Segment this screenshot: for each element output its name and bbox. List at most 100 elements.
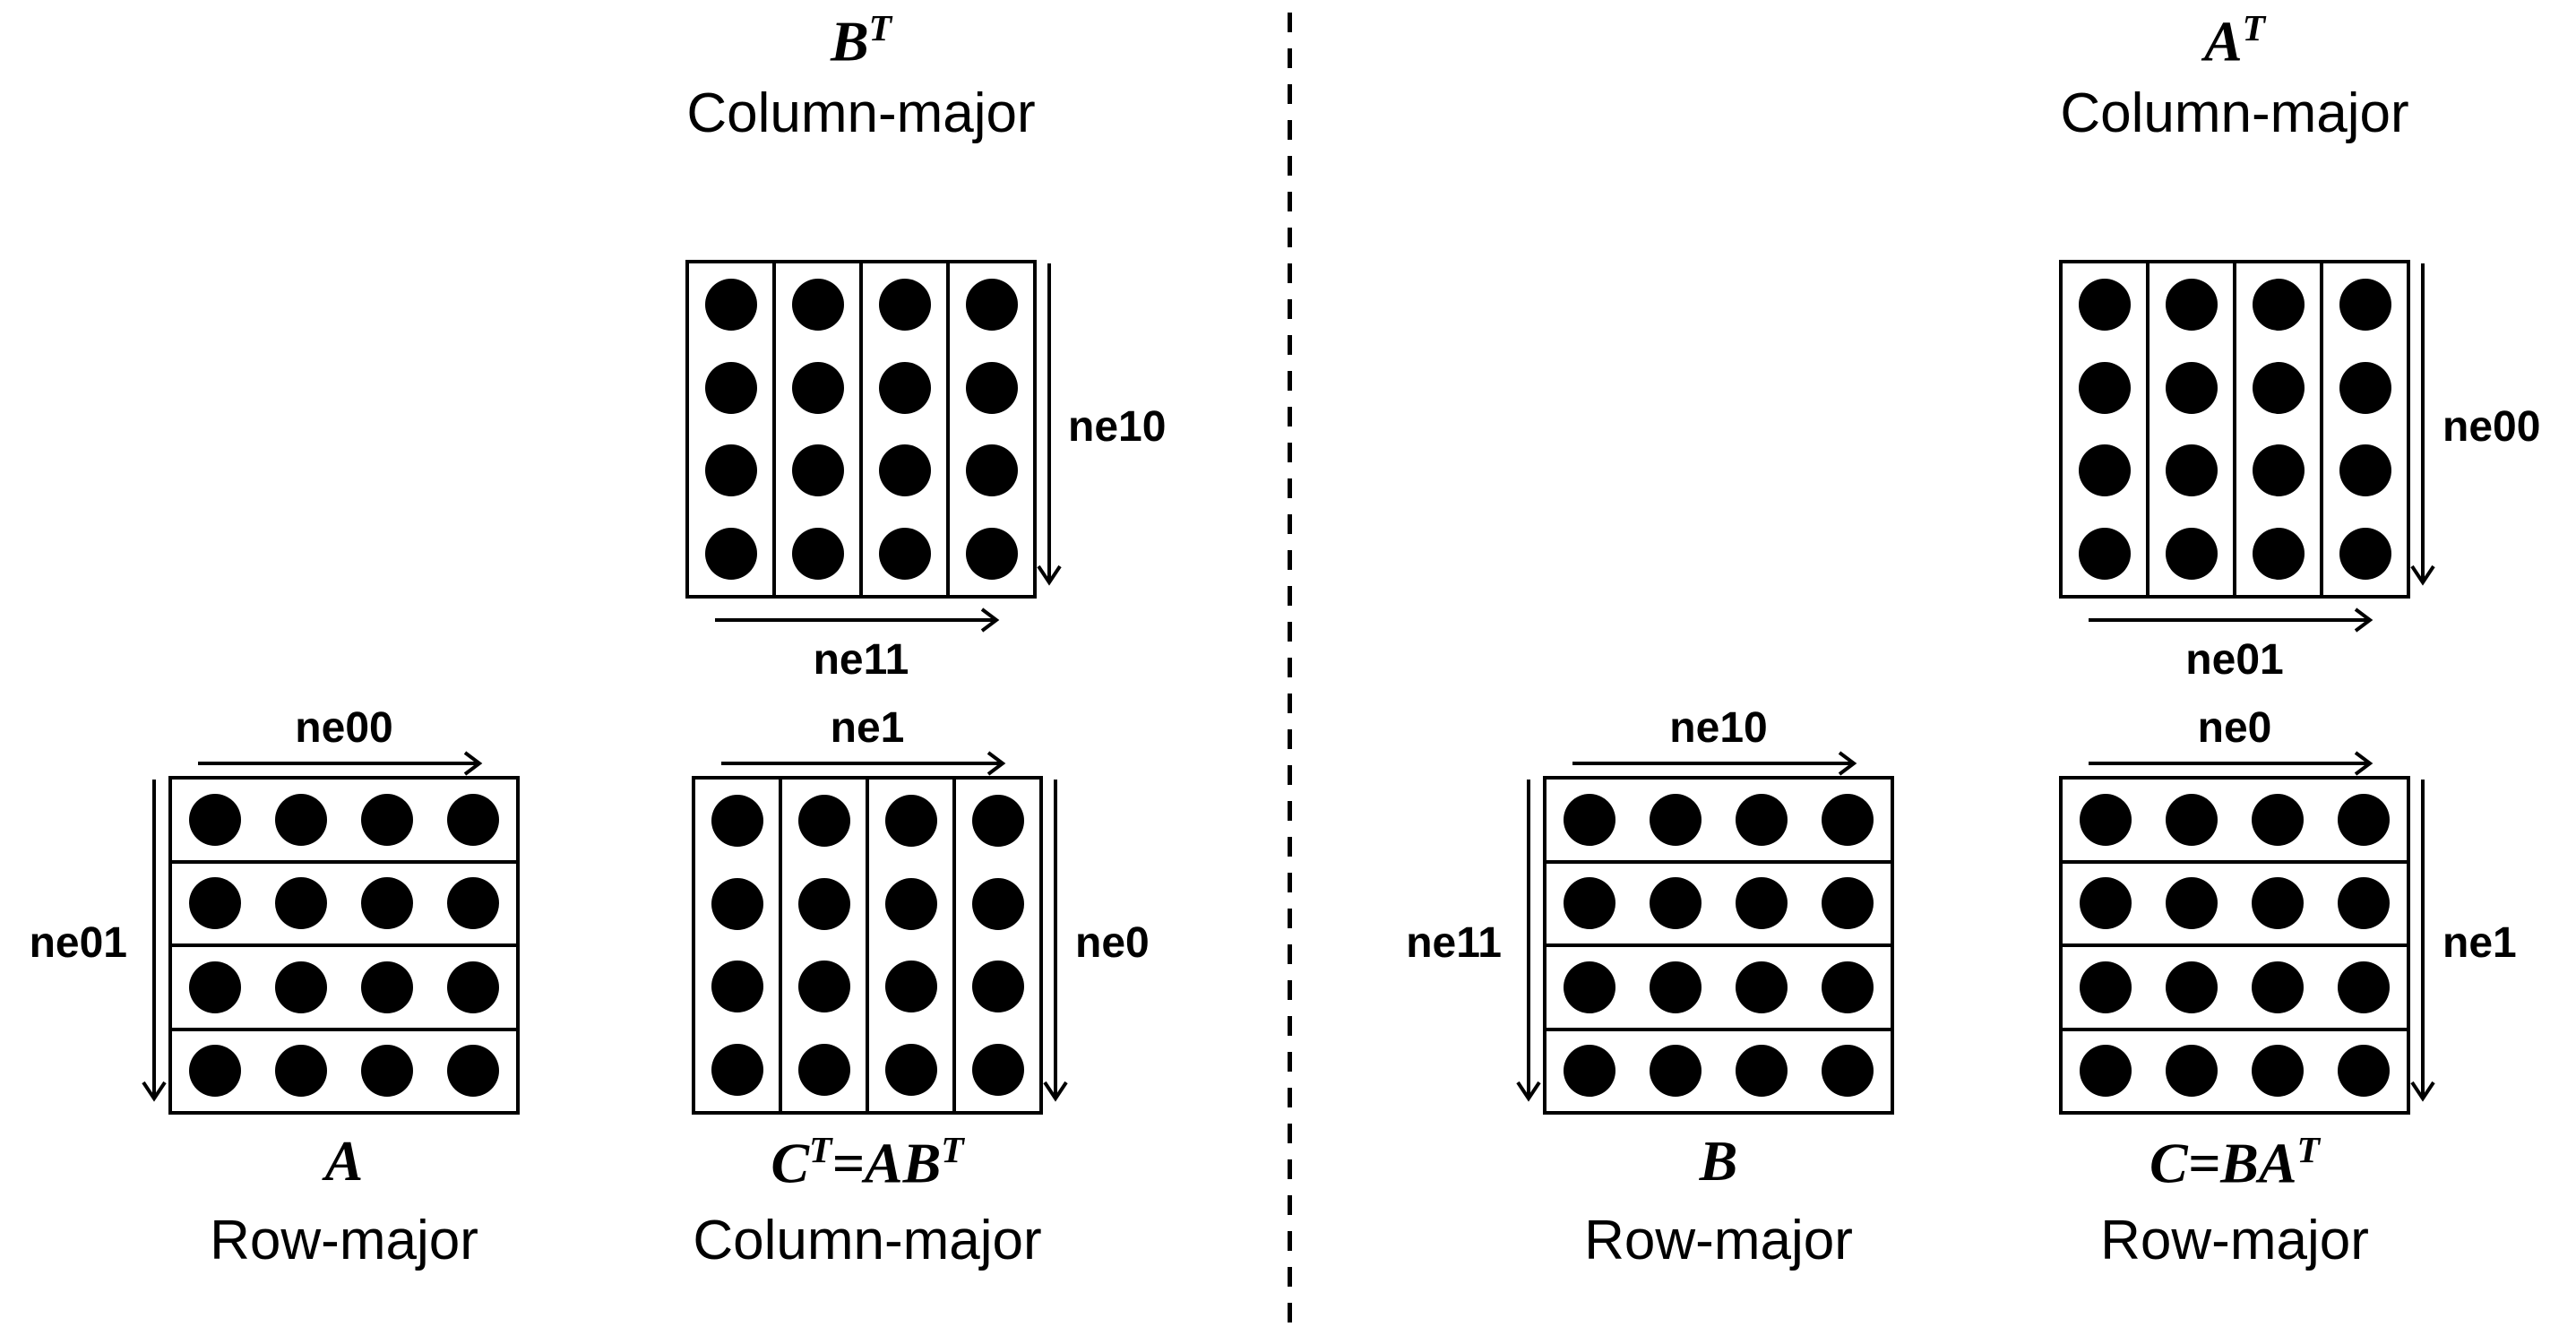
matrix-element-dot xyxy=(1564,793,1615,846)
arrow-right-icon xyxy=(1572,751,1857,776)
matrix-column-strip xyxy=(2323,263,2407,595)
matrix-element-dot xyxy=(965,444,1018,497)
arrow-right-icon xyxy=(2089,607,2374,633)
matrix-layout-label: Column-major xyxy=(693,1210,1042,1271)
matrix-element-dot xyxy=(2252,793,2304,846)
matrix-element-dot xyxy=(361,877,413,930)
matrix-layout-label: Row-major xyxy=(1584,1210,1853,1271)
matrix-layout-label: Column-major xyxy=(686,82,1036,144)
matrix-element-dot xyxy=(884,877,937,930)
dim-label-ne10: ne10 xyxy=(1669,704,1768,752)
matrix-element-dot xyxy=(971,877,1024,930)
dim-label-ne00: ne00 xyxy=(2442,403,2541,451)
matrix-element-dot xyxy=(2252,279,2305,332)
arrow-down-icon xyxy=(142,780,167,1102)
matrix-element-dot xyxy=(797,795,850,848)
dim-label-ne01: ne01 xyxy=(29,919,127,967)
arrow-right-icon xyxy=(198,751,483,776)
matrix-element-dot xyxy=(791,361,844,414)
matrix-grid xyxy=(685,260,1037,599)
matrix-element-dot xyxy=(791,527,844,580)
matrix-element-dot xyxy=(2078,279,2131,332)
matrix-element-dot xyxy=(711,961,763,1013)
matrix-grid xyxy=(692,776,1043,1115)
matrix-grid xyxy=(2059,260,2410,599)
matrix-name: CT=ABT xyxy=(771,1129,964,1195)
matrix-element-dot xyxy=(2338,1045,2390,1098)
matrix-element-dot xyxy=(1736,877,1788,930)
matrix-element-dot xyxy=(2338,961,2390,1013)
matrix-element-dot xyxy=(2166,961,2218,1013)
matrix-element-dot xyxy=(797,961,850,1013)
arrow-down-icon xyxy=(1516,780,1541,1102)
matrix-element-dot xyxy=(971,795,1024,848)
matrix-grid xyxy=(168,776,520,1115)
matrix-element-dot xyxy=(2165,361,2218,414)
matrix-element-dot xyxy=(189,1045,241,1098)
matrix-element-dot xyxy=(1650,877,1702,930)
matrix-element-dot xyxy=(704,279,757,332)
matrix-column-strip xyxy=(782,780,869,1111)
matrix-name: C=BAT xyxy=(2150,1129,2320,1195)
matrix-column-strip xyxy=(695,780,782,1111)
matrix-element-dot xyxy=(1822,793,1874,846)
matrix-element-dot xyxy=(2338,793,2390,846)
matrix-element-dot xyxy=(2252,527,2305,580)
matrix-element-dot xyxy=(878,444,931,497)
matrix-grid xyxy=(1543,776,1894,1115)
matrix-element-dot xyxy=(447,961,499,1013)
matrix-element-dot xyxy=(797,877,850,930)
matrix-name: AT xyxy=(2203,7,2266,73)
arrow-right-icon xyxy=(721,751,1006,776)
matrix-element-dot xyxy=(704,361,757,414)
matrix-element-dot xyxy=(447,793,499,846)
matrix-element-dot xyxy=(711,877,763,930)
matrix-column-strip xyxy=(863,263,950,595)
matrix-element-dot xyxy=(2080,1045,2132,1098)
matrix-element-dot xyxy=(189,793,241,846)
dim-label-ne1: ne1 xyxy=(2442,919,2517,967)
matrix-row-strip xyxy=(172,947,516,1031)
matrix-element-dot xyxy=(2252,877,2304,930)
matrix-element-dot xyxy=(2080,877,2132,930)
matrix-element-dot xyxy=(2165,527,2218,580)
matrix-element-dot xyxy=(971,1043,1024,1096)
matrix-element-dot xyxy=(884,1043,937,1096)
matrix-row-strip xyxy=(172,1031,516,1112)
matrix-column-strip xyxy=(950,263,1033,595)
matrix-element-dot xyxy=(878,361,931,414)
matrix-element-dot xyxy=(2338,877,2390,930)
dim-label-ne10: ne10 xyxy=(1068,403,1167,451)
matrix-element-dot xyxy=(361,793,413,846)
matrix-element-dot xyxy=(275,961,327,1013)
matrix-element-dot xyxy=(1564,1045,1615,1098)
matrix-element-dot xyxy=(2078,361,2131,414)
dim-label-ne01: ne01 xyxy=(2185,636,2284,684)
matrix-element-dot xyxy=(2080,793,2132,846)
matrix-element-dot xyxy=(2339,279,2391,332)
matrix-row-strip xyxy=(1546,947,1891,1031)
matrix-element-dot xyxy=(447,877,499,930)
matrix-element-dot xyxy=(1736,1045,1788,1098)
matrix-element-dot xyxy=(2166,793,2218,846)
matrix-element-dot xyxy=(884,795,937,848)
matrix-grid xyxy=(2059,776,2410,1115)
matrix-element-dot xyxy=(2252,444,2305,497)
matrix-name: A xyxy=(324,1129,364,1193)
matrix-element-dot xyxy=(189,961,241,1013)
arrow-down-icon xyxy=(2410,780,2435,1102)
matrix-column-strip xyxy=(2150,263,2236,595)
matrix-row-strip xyxy=(1546,780,1891,864)
matrix-element-dot xyxy=(361,1045,413,1098)
matrix-element-dot xyxy=(1736,793,1788,846)
arrow-down-icon xyxy=(2410,263,2435,586)
matrix-row-strip xyxy=(172,780,516,864)
matrix-element-dot xyxy=(2339,361,2391,414)
matrix-element-dot xyxy=(1736,961,1788,1013)
matrix-element-dot xyxy=(704,527,757,580)
dim-label-ne00: ne00 xyxy=(295,704,393,752)
matrix-column-strip xyxy=(2063,263,2150,595)
matrix-element-dot xyxy=(2165,444,2218,497)
matrix-row-strip xyxy=(2063,1031,2407,1112)
